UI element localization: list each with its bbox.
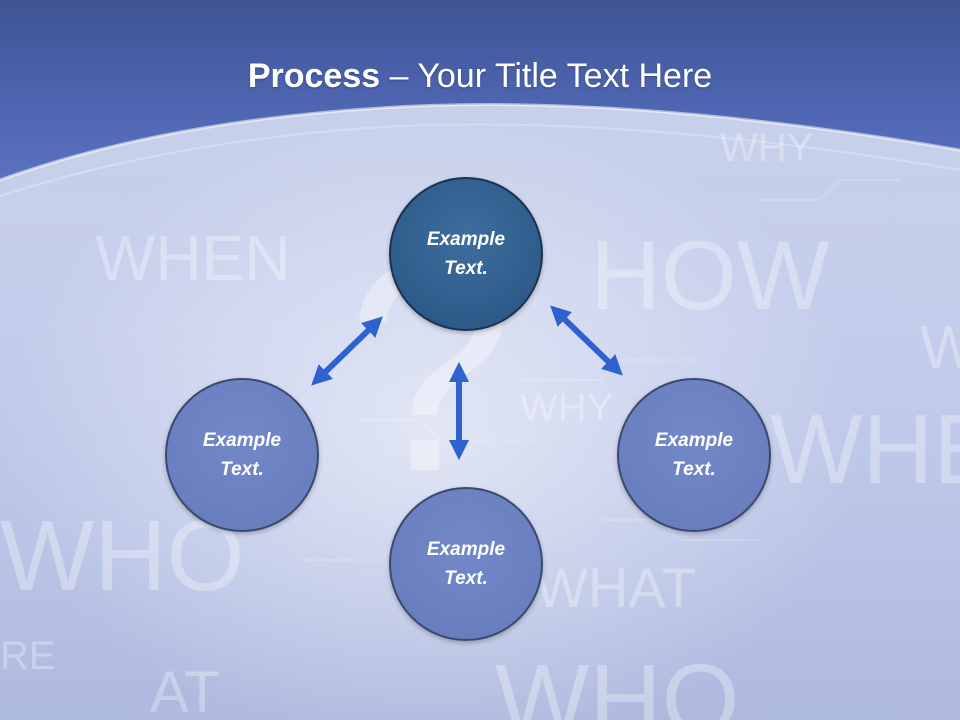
watermark-word: HOW xyxy=(590,220,830,330)
watermark-word: WHO xyxy=(495,644,740,720)
watermark-word: AT xyxy=(150,660,220,720)
process-node-top[interactable]: Example Text. xyxy=(389,177,543,331)
slide-title[interactable]: Process – Your Title Text Here xyxy=(0,56,960,96)
watermark-word: WHY xyxy=(520,386,614,430)
watermark-word: WHO xyxy=(0,500,245,612)
node-label: Example Text. xyxy=(654,430,734,480)
double-arrow-top-left xyxy=(311,316,383,386)
title-rest-text: – Your Title Text Here xyxy=(380,57,713,95)
double-arrow-top-right xyxy=(550,305,623,376)
node-label: Example Text. xyxy=(202,430,282,480)
watermark-word: RE xyxy=(0,634,56,678)
watermark-word: WHY xyxy=(720,126,814,170)
watermark-word: WHAT xyxy=(535,556,696,619)
node-label: Example Text. xyxy=(426,229,506,279)
node-label: Example Text. xyxy=(426,539,506,589)
watermark-word: WH xyxy=(920,314,960,381)
process-node-left[interactable]: Example Text. xyxy=(165,378,319,532)
header-band xyxy=(0,0,960,180)
watermark-word: WHEN xyxy=(95,222,291,294)
title-bold-text: Process xyxy=(247,57,381,95)
process-node-right[interactable]: Example Text. xyxy=(617,378,771,532)
process-node-bottom[interactable]: Example Text. xyxy=(389,487,543,641)
watermark-word: WHE xyxy=(770,394,960,504)
